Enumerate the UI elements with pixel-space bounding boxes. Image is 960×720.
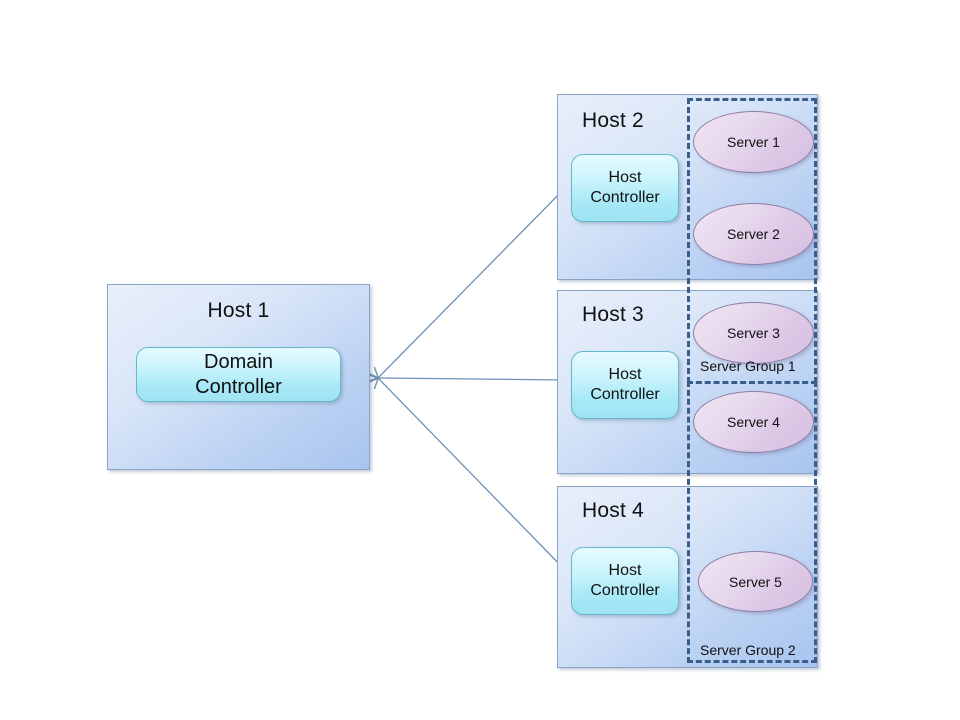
arrow-domain-to-host2	[378, 185, 568, 378]
server-5-ellipse[interactable]: Server 5	[698, 551, 813, 612]
host-4-controller-box[interactable]: Host Controller	[571, 547, 679, 615]
server-group-1-region[interactable]	[687, 98, 817, 383]
host-3-controller-line1: Host	[608, 366, 642, 384]
host-2-title: Host 2	[582, 109, 644, 132]
host-3-controller-label: Host Controller	[590, 365, 659, 404]
server-group-1-bottom-divider	[687, 381, 817, 384]
server-2-ellipse[interactable]: Server 2	[693, 203, 814, 265]
host-1-box[interactable]: Host 1 Domain Controller	[107, 284, 370, 470]
host-3-controller-line2: Controller	[590, 386, 660, 403]
host-4-controller-label: Host Controller	[590, 561, 659, 600]
host-2-controller-box[interactable]: Host Controller	[571, 154, 679, 222]
arrow-domain-to-host3	[378, 378, 568, 380]
host-1-title: Host 1	[207, 299, 270, 322]
domain-controller-line1: Domain	[204, 351, 273, 374]
server-2-label: Server 2	[727, 226, 780, 242]
server-group-1-label: Server Group 1	[700, 358, 796, 374]
server-1-ellipse[interactable]: Server 1	[693, 111, 814, 173]
domain-controller-label: Domain Controller	[195, 350, 282, 399]
server-group-2-region[interactable]	[687, 381, 817, 663]
server-group-2-label: Server Group 2	[700, 642, 796, 658]
host-4-controller-line1: Host	[608, 562, 642, 580]
server-3-label: Server 3	[727, 325, 780, 341]
server-3-ellipse[interactable]: Server 3	[693, 302, 814, 364]
host-2-controller-label: Host Controller	[590, 168, 659, 207]
host-2-controller-line1: Host	[608, 169, 642, 187]
domain-controller-line2: Controller	[195, 375, 282, 398]
host-4-title: Host 4	[582, 499, 644, 522]
host-4-controller-line2: Controller	[590, 582, 660, 599]
host-3-controller-box[interactable]: Host Controller	[571, 351, 679, 419]
host-3-title: Host 3	[582, 303, 644, 326]
server-4-label: Server 4	[727, 414, 780, 430]
host-2-controller-line2: Controller	[590, 189, 660, 206]
server-1-label: Server 1	[727, 134, 780, 150]
domain-controller-box[interactable]: Domain Controller	[136, 347, 341, 402]
arrow-domain-to-host4	[378, 378, 568, 573]
server-4-ellipse[interactable]: Server 4	[693, 391, 814, 453]
server-5-label: Server 5	[729, 573, 782, 590]
